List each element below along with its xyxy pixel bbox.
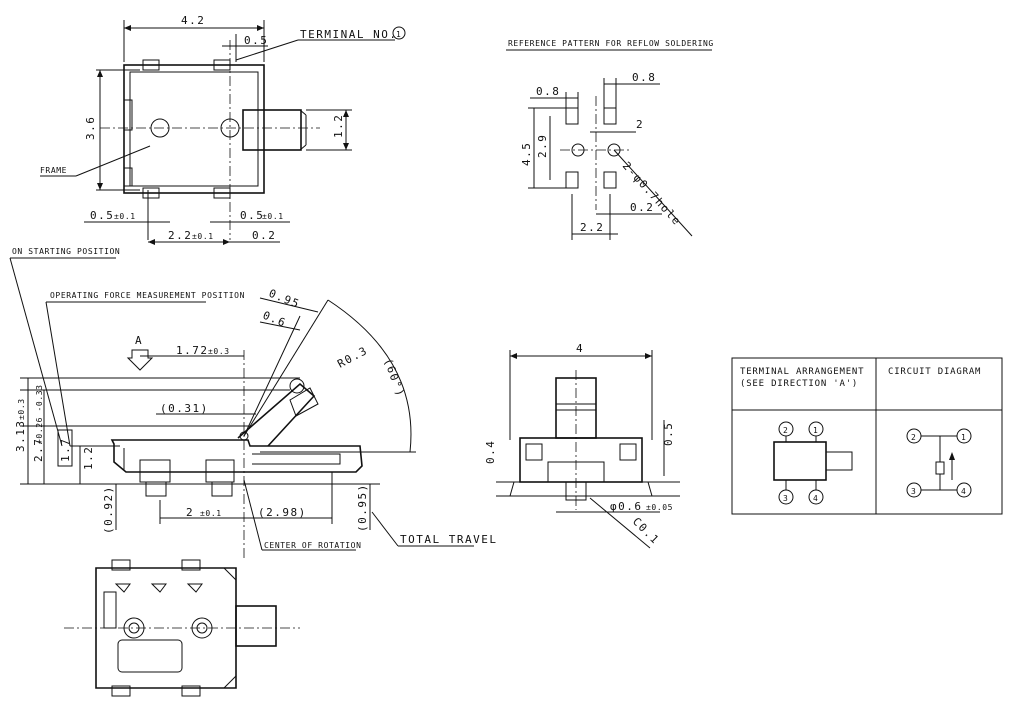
pin-3: 3: [783, 494, 788, 503]
dim-313-tol: ±0.3: [17, 398, 26, 420]
dim-095: 0.95: [267, 287, 302, 311]
dim-height: 3.6: [84, 116, 97, 140]
dim-031: (0.31): [160, 402, 209, 415]
dim-total-height: 4.5: [520, 142, 533, 166]
reflow-offset: 0.2: [630, 201, 654, 214]
dim-17: 1.7: [59, 438, 72, 462]
front-dim-05: 0.5: [662, 422, 675, 446]
dim-angle: (60°): [381, 357, 407, 400]
table-header-1a: TERMINAL ARRANGEMENT: [740, 367, 864, 377]
front-dim-width: 4: [576, 342, 584, 355]
dim-27: 2.7: [32, 438, 45, 462]
terminal-label: TERMINAL NO.: [300, 28, 397, 41]
on-start-label: ON STARTING POSITION: [12, 247, 120, 256]
hole-note: 2-φ0.7hole: [620, 159, 684, 228]
travel-label: TOTAL TRAVEL: [400, 533, 497, 546]
rotation-label: CENTER OF ROTATION: [264, 541, 362, 550]
frame-label: FRAME: [40, 166, 67, 175]
reflow-pattern: REFERENCE PATTERN FOR REFLOW SOLDERING 0…: [506, 39, 714, 240]
dim-pin-left: 0.5: [90, 209, 114, 222]
circuit-pin-3: 3: [911, 487, 916, 496]
table-header-1b: (SEE DIRECTION 'A'): [740, 379, 858, 389]
circuit-pin-1: 1: [961, 433, 966, 442]
dim-pitch: 2.2: [168, 229, 192, 242]
dim-2: 2: [186, 506, 194, 519]
side-view: ON STARTING POSITION OPERATING FORCE MEA…: [9, 247, 497, 560]
circuit-pin-4: 4: [961, 487, 966, 496]
dim-pitch-h: 2.2: [580, 221, 604, 234]
dim-actuator: 1.2: [332, 114, 345, 138]
circuit-pin-2: 2: [911, 433, 916, 442]
pin-2: 2: [783, 426, 788, 435]
dim-pitch-tol: ±0.1: [192, 232, 214, 241]
dim-pin-right: 0.5: [240, 209, 264, 222]
chamfer-dim: C0.1: [630, 515, 662, 547]
shaft-dim: φ0.6: [610, 500, 643, 513]
top-view: 4.2 0.5 TERMINAL NO. 1 3.6 1.2 FRAME 0.5…: [40, 14, 406, 245]
direction-marker: A: [135, 334, 143, 347]
dim-pitch-v: 2.9: [536, 134, 549, 158]
pin-1: 1: [813, 426, 818, 435]
shaft-dim-tol: ±0.05: [646, 503, 673, 512]
dim-offset: 0.2: [252, 229, 276, 242]
dim-172-tol: ±0.3: [208, 347, 230, 356]
bottom-view: [64, 559, 300, 697]
table-header-2: CIRCUIT DIAGRAM: [888, 367, 981, 377]
dim-298: (2.98): [258, 506, 307, 519]
front-view: 4 0.4 0.5 φ0.6 ±0.05 C0.1: [484, 342, 680, 549]
dim-pad-left: 0.8: [536, 85, 560, 98]
dim-313: 3.13: [14, 420, 27, 453]
terminal-number: 1: [396, 30, 401, 39]
dim-pin-left-tol: ±0.1: [114, 212, 136, 221]
dim-092: (0.92): [102, 485, 115, 534]
terminal-table: TERMINAL ARRANGEMENT (SEE DIRECTION 'A')…: [731, 357, 1003, 515]
dim-terminal-offset: 0.5: [244, 34, 268, 47]
dim-r03: R0.3: [335, 344, 370, 371]
force-label: OPERATING FORCE MEASUREMENT POSITION: [50, 291, 245, 300]
dim-width: 4.2: [181, 14, 205, 27]
dim-06: 0.6: [261, 309, 288, 330]
dim-hole-spacing: 2: [636, 118, 644, 131]
dim-12: 1.2: [82, 446, 95, 470]
dim-27-tol: +0.26 -0.33: [35, 384, 44, 444]
dim-pin-right-tol: ±0.1: [262, 212, 284, 221]
pin-4: 4: [813, 494, 818, 503]
reflow-title: REFERENCE PATTERN FOR REFLOW SOLDERING: [508, 39, 714, 48]
dim-pad-right: 0.8: [632, 71, 656, 84]
front-dim-04: 0.4: [484, 440, 497, 464]
dim-095b: (0.95): [356, 483, 369, 532]
dim-2-tol: ±0.1: [200, 509, 222, 518]
dim-172: 1.72: [176, 344, 209, 357]
